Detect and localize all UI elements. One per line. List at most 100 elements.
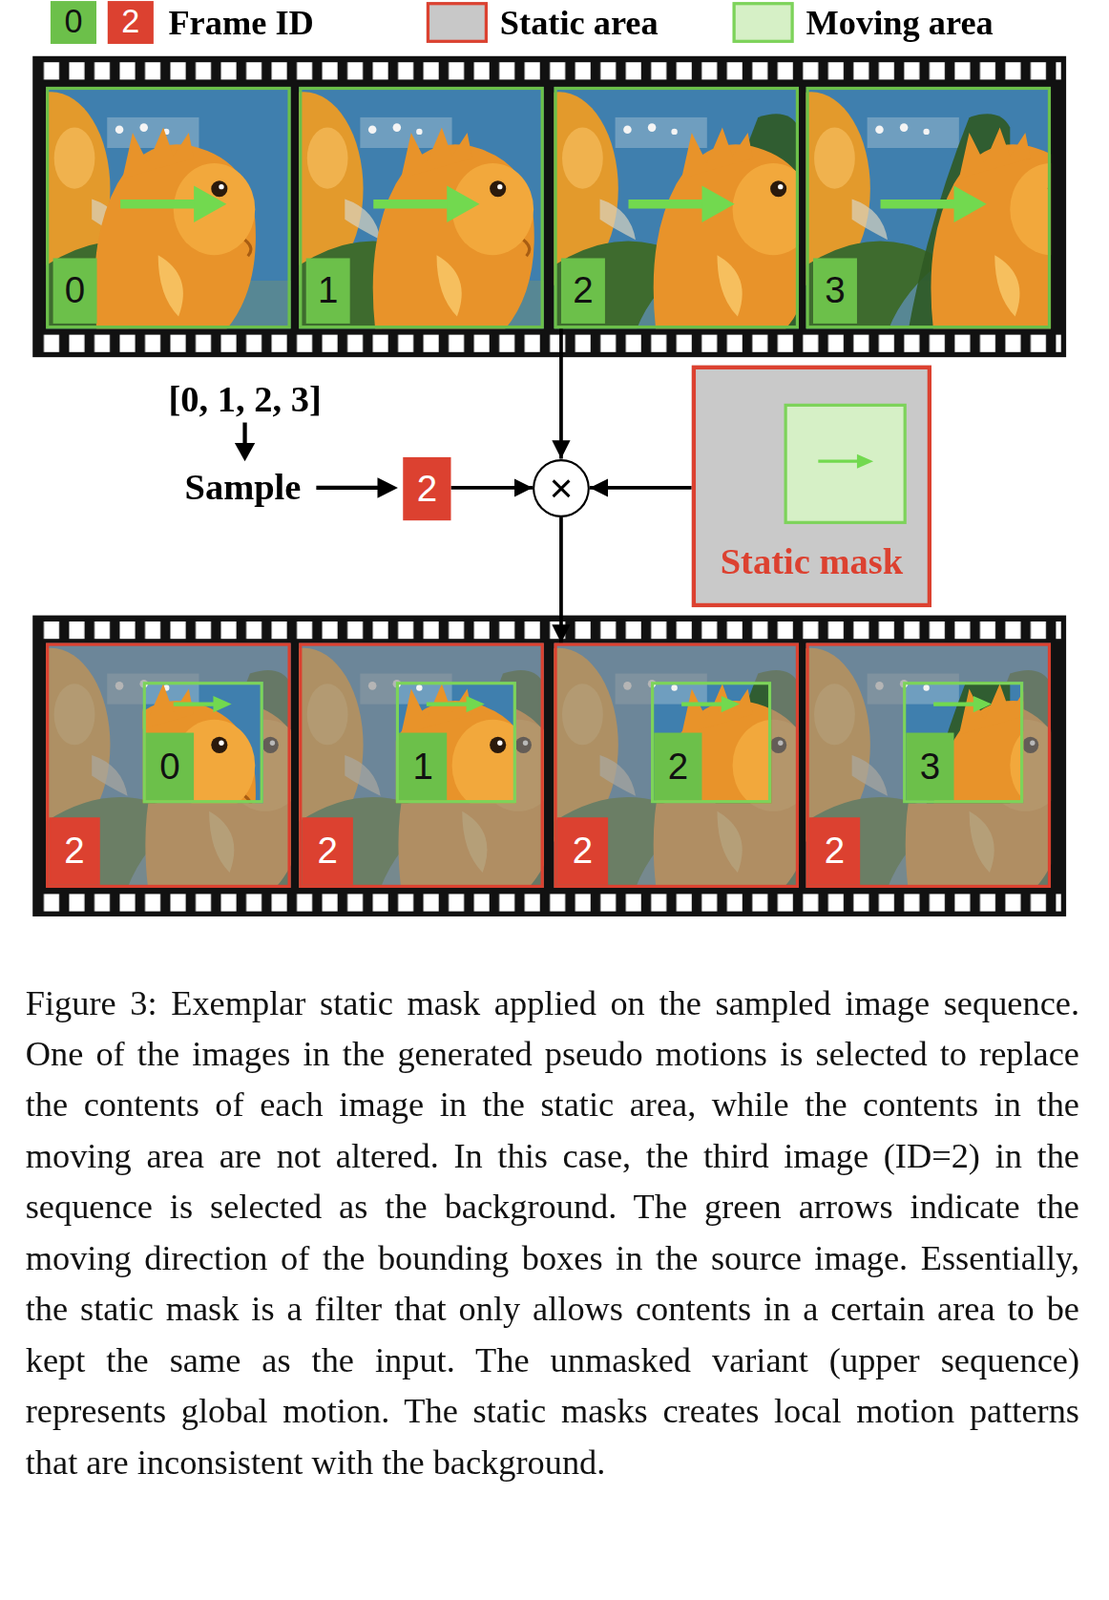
masked-frame: 23 [806, 642, 1052, 888]
multiply-operator: × [532, 459, 590, 518]
masked-frame: 21 [298, 642, 545, 888]
caption-wrap: Figure 3: Exemplar static mask applied o… [25, 977, 1080, 1487]
frame-id-badge: 3 [905, 732, 954, 801]
illustration-part [426, 701, 469, 706]
frame-id: 3 [920, 748, 941, 785]
frame-id-badge: 2 [301, 816, 353, 885]
legend-swatch [426, 1, 488, 43]
masked-frame-image [298, 642, 545, 888]
frame-id-badge: 1 [398, 732, 447, 801]
frame-id-badge: 0 [50, 0, 97, 44]
label-text: Sample [184, 466, 301, 508]
static-mask-box: Static mask [691, 365, 932, 607]
legend-label: Frame ID [167, 3, 314, 42]
source-frame-image [553, 86, 799, 329]
illustration-part [45, 642, 292, 888]
legend-label-wrap: Frame ID [167, 3, 314, 42]
illustration-part [94, 127, 256, 330]
moving-area-box: 0 [143, 681, 264, 803]
flow-arrow [589, 485, 692, 490]
legend-swatch [732, 1, 795, 43]
source-frame-image [45, 86, 292, 329]
label-text: [0, 1, 2, 3] [167, 378, 321, 420]
label-text: 0 [63, 4, 83, 42]
box-title: Static mask [720, 541, 903, 583]
frame-id-badge: 2 [561, 257, 606, 323]
frame-id: 2 [668, 748, 689, 785]
illustration-part [298, 86, 545, 329]
flow-arrow [315, 485, 379, 490]
illustration-part [466, 695, 485, 712]
frame-id: 2 [572, 272, 593, 309]
illustration-part [681, 701, 724, 706]
masked-frame-image [806, 642, 1052, 888]
frame-id: 1 [317, 272, 338, 309]
motion-arrow [817, 460, 859, 463]
illustration-part [396, 681, 517, 803]
frame-id: 2 [824, 832, 845, 869]
frame-id-badge: 1 [306, 257, 351, 323]
sprocket-holes [39, 62, 1062, 80]
masked-frame-image [45, 642, 292, 888]
illustration-part [212, 695, 231, 712]
illustration-part [143, 683, 256, 803]
illustration-part [930, 127, 1051, 330]
flow-arrow [450, 485, 533, 490]
arrow-head [377, 477, 398, 498]
illustration-part [973, 695, 992, 712]
illustration-part [45, 86, 292, 329]
illustration-part [396, 681, 517, 803]
box-title-wrap: Static mask [695, 541, 928, 584]
source-frame: 3 [806, 86, 1052, 329]
illustration-part [880, 199, 960, 210]
index-list: [0, 1, 2, 3] [167, 379, 321, 420]
illustration-part [143, 681, 264, 803]
illustration-part [653, 683, 772, 803]
frame-id-badge: 2 [48, 816, 100, 885]
box-text: × [548, 467, 573, 509]
figure-caption: Figure 3: Exemplar static mask applied o… [25, 977, 1080, 1487]
frame-id: 1 [412, 748, 433, 785]
source-frame-image [806, 86, 1052, 329]
moving-area-box: 3 [902, 681, 1024, 803]
illustration-part [173, 701, 216, 706]
illustration-part [650, 681, 772, 803]
legend-label: Static area [500, 3, 659, 42]
frame-id-badge: 3 [813, 257, 858, 323]
moving-area-sample [785, 404, 905, 523]
sprocket-holes [39, 334, 1062, 353]
label-text: 2 [121, 4, 140, 42]
legend-label-wrap: Static area [500, 3, 659, 42]
frame-id: 0 [64, 272, 85, 309]
illustration-part [120, 199, 199, 210]
illustration-part [721, 695, 740, 712]
masked-frame: 20 [45, 642, 292, 888]
frame-id-badge: 2 [809, 816, 860, 885]
source-frame-image [298, 86, 545, 329]
illustration-part [653, 127, 799, 330]
source-frame: 0 [45, 86, 292, 329]
illustration-part [446, 186, 480, 223]
box-text: 2 [417, 470, 438, 507]
frame-id-badge: 2 [653, 732, 702, 801]
flow-arrow [559, 328, 564, 459]
illustration-part [193, 186, 227, 223]
illustration-part [45, 642, 292, 888]
flow-arrow [559, 516, 564, 643]
frame-id-badge: 2 [107, 0, 154, 44]
illustration-part [933, 701, 976, 706]
illustration-part [373, 127, 535, 330]
frame-id: 0 [159, 748, 180, 785]
source-frame: 2 [553, 86, 799, 329]
legend-label: Moving area [806, 3, 994, 42]
frame-id: 3 [824, 272, 845, 309]
frame-id-badge: 0 [53, 257, 98, 323]
sprocket-holes [39, 621, 1062, 639]
illustration-part [628, 199, 708, 210]
motion-arrow-head [857, 454, 874, 469]
illustration-part [373, 199, 452, 210]
frame-id: 2 [572, 832, 593, 869]
source-frame: 1 [298, 86, 545, 329]
illustration-part [298, 642, 545, 888]
